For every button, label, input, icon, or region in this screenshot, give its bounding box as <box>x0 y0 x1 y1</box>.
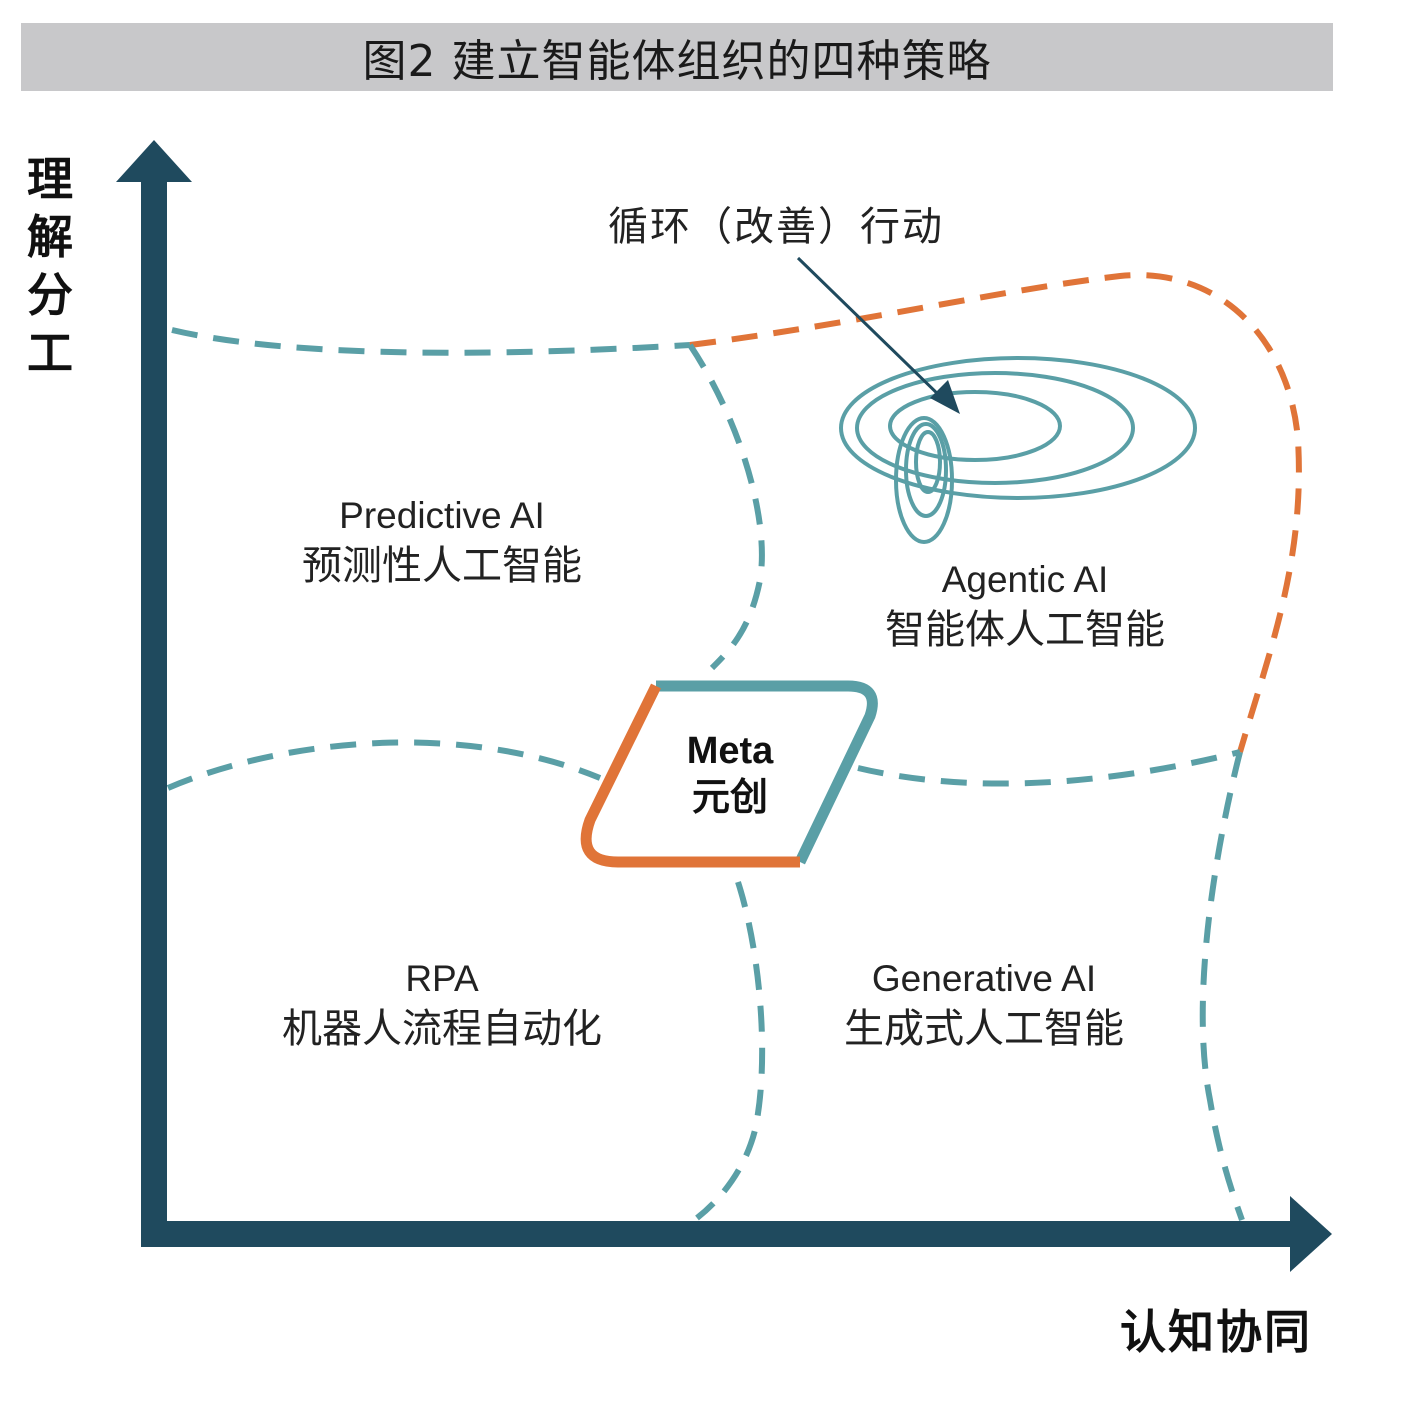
figure-title: 图2 建立智能体组织的四种策略 <box>362 36 992 87</box>
quadrant-en: Agentic AI <box>941 559 1109 600</box>
x-axis-arrowhead <box>1290 1196 1332 1272</box>
left-divider-teal <box>166 739 602 791</box>
upper-divider-teal <box>687 343 765 671</box>
quadrant-zh: 机器人流程自动化 <box>282 1006 602 1052</box>
quadrant-en: RPA <box>405 958 479 999</box>
meta-en: Meta <box>686 730 774 772</box>
cycle-annotation: 循环（改善）行动 <box>608 204 944 250</box>
meta-zh: 元创 <box>691 775 768 819</box>
quadrant-agentic: Agentic AI 智能体人工智能 <box>845 556 1205 656</box>
annotation-arrow-head <box>930 380 960 414</box>
annotation-arrow-line <box>796 256 946 402</box>
y-axis-label: 理解分工 <box>27 152 73 380</box>
right-divider-teal <box>857 749 1241 787</box>
right-lower-divider-teal <box>1199 751 1245 1221</box>
title-bar: 图2 建立智能体组织的四种策略 <box>21 23 1333 91</box>
meta-center-label: Meta 元创 <box>640 728 820 820</box>
quadrant-zh: 预测性人工智能 <box>302 543 582 589</box>
agentic-boundary-orange <box>689 272 1302 753</box>
upper-boundary-teal <box>171 327 691 356</box>
y-axis <box>141 175 167 1247</box>
lower-divider-teal <box>695 881 766 1221</box>
quadrant-predictive: Predictive AI 预测性人工智能 <box>262 492 622 592</box>
meta-shape-orange <box>580 683 800 868</box>
meta-shape-teal <box>656 680 878 865</box>
quadrant-rpa: RPA 机器人流程自动化 <box>242 955 642 1055</box>
x-axis-label: 认知协同 <box>1120 1305 1312 1359</box>
y-axis-arrowhead <box>116 140 192 182</box>
quadrant-en: Generative AI <box>871 958 1097 999</box>
quadrant-zh: 生成式人工智能 <box>844 1006 1124 1052</box>
quadrant-generative: Generative AI 生成式人工智能 <box>804 955 1164 1055</box>
quadrant-zh: 智能体人工智能 <box>885 607 1165 653</box>
x-axis <box>141 1221 1301 1247</box>
cycle-loops-icon <box>839 356 1197 544</box>
quadrant-en: Predictive AI <box>339 495 545 536</box>
